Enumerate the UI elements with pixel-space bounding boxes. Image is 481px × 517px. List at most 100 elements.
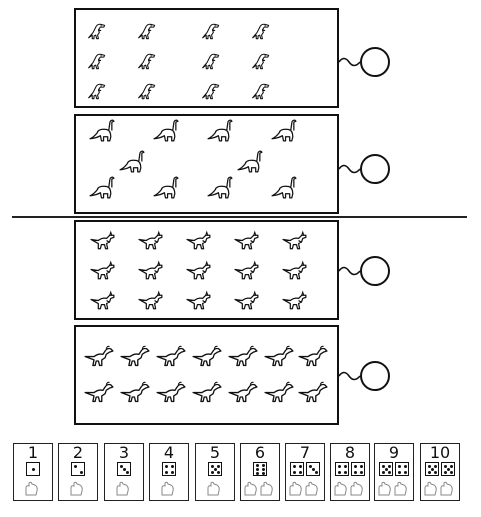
- dino-group-box-2: [74, 114, 339, 214]
- crested-dinosaur-icon: [84, 345, 114, 367]
- long-neck-dinosaur-icon: [89, 176, 115, 199]
- die-pip: [216, 471, 220, 474]
- raptor-icon: [282, 290, 307, 310]
- die-pip: [397, 471, 401, 474]
- raptor-icon: [138, 290, 163, 310]
- die-pip: [427, 465, 431, 468]
- die-face: [116, 462, 131, 476]
- die-pip: [216, 465, 220, 468]
- long-neck-dinosaur-icon: [89, 119, 115, 142]
- crested-dinosaur-icon: [298, 345, 328, 367]
- section-divider: [12, 216, 467, 218]
- die-face: [25, 462, 40, 476]
- die-face: [207, 462, 222, 476]
- crested-dinosaur-icon: [84, 381, 114, 403]
- die-pip: [353, 465, 357, 468]
- die-pip: [210, 471, 214, 474]
- die-pip: [298, 471, 302, 474]
- counting-hand-icon: [289, 481, 318, 496]
- crested-dinosaur-icon: [228, 381, 258, 403]
- die-pip: [125, 471, 129, 474]
- crested-dinosaur-icon: [298, 381, 328, 403]
- raptor-icon: [234, 230, 259, 250]
- die-pip: [337, 471, 341, 474]
- die-pip: [359, 471, 363, 474]
- card-number: 9: [388, 443, 400, 462]
- t-rex-icon: [138, 23, 156, 40]
- die-pip: [446, 468, 450, 471]
- die-pip: [337, 465, 341, 468]
- die-pip: [387, 471, 391, 474]
- die-face: [252, 462, 267, 476]
- dice-icon: [331, 462, 369, 480]
- number-card-4: 4: [149, 443, 189, 501]
- die-pip: [387, 465, 391, 468]
- die-pip: [261, 472, 265, 475]
- die-pip: [261, 464, 265, 467]
- die-face: [70, 462, 85, 476]
- counting-hand-icon: [334, 481, 363, 496]
- die-pip: [384, 468, 388, 471]
- die-pip: [381, 465, 385, 468]
- dice-icon: [375, 462, 413, 480]
- dice-icon: [150, 462, 188, 480]
- die-pip: [443, 465, 447, 468]
- t-rex-icon: [252, 23, 270, 40]
- number-card-3: 3: [104, 443, 144, 501]
- raptor-icon: [282, 230, 307, 250]
- counting-hand-icon: [207, 481, 220, 496]
- t-rex-icon: [202, 23, 220, 40]
- long-neck-dinosaur-icon: [207, 119, 233, 142]
- crested-dinosaur-icon: [264, 345, 294, 367]
- connector-squiggle: [339, 371, 361, 381]
- die-face: [378, 462, 393, 476]
- connector-squiggle: [339, 164, 361, 174]
- raptor-icon: [186, 260, 211, 280]
- die-pip: [381, 471, 385, 474]
- die-pip: [79, 471, 83, 474]
- answer-circle-3[interactable]: [360, 256, 390, 286]
- die-pip: [122, 468, 126, 471]
- number-card-6: 6: [240, 443, 280, 501]
- dice-icon: [286, 462, 324, 480]
- crested-dinosaur-icon: [120, 381, 150, 403]
- number-card-2: 2: [58, 443, 98, 501]
- number-card-1: 1: [13, 443, 53, 501]
- long-neck-dinosaur-icon: [207, 176, 233, 199]
- counting-hand-icon: [116, 481, 129, 496]
- answer-circle-4[interactable]: [360, 361, 390, 391]
- t-rex-icon: [88, 83, 106, 100]
- die-face: [350, 462, 365, 476]
- die-pip: [255, 464, 259, 467]
- dice-icon: [421, 462, 459, 480]
- raptor-icon: [90, 260, 115, 280]
- raptor-icon: [282, 260, 307, 280]
- die-face: [394, 462, 409, 476]
- die-pip: [261, 468, 265, 471]
- counting-hand-icon: [161, 481, 174, 496]
- die-pip: [213, 468, 217, 471]
- die-face: [289, 462, 304, 476]
- die-pip: [164, 471, 168, 474]
- raptor-icon: [138, 260, 163, 280]
- answer-circle-2[interactable]: [360, 154, 390, 184]
- die-pip: [430, 468, 434, 471]
- long-neck-dinosaur-icon: [271, 176, 297, 199]
- die-pip: [343, 465, 347, 468]
- die-pip: [403, 471, 407, 474]
- connector-squiggle: [339, 266, 361, 276]
- die-pip: [255, 468, 259, 471]
- die-pip: [427, 471, 431, 474]
- number-card-5: 5: [195, 443, 235, 501]
- long-neck-dinosaur-icon: [153, 176, 179, 199]
- die-pip: [343, 471, 347, 474]
- raptor-icon: [90, 230, 115, 250]
- counting-hand-icon: [424, 481, 453, 496]
- raptor-icon: [90, 290, 115, 310]
- answer-circle-1[interactable]: [360, 47, 390, 77]
- die-face: [440, 462, 455, 476]
- die-pip: [308, 465, 312, 468]
- counting-hand-icon: [244, 481, 273, 496]
- die-pip: [210, 465, 214, 468]
- die-pip: [311, 468, 315, 471]
